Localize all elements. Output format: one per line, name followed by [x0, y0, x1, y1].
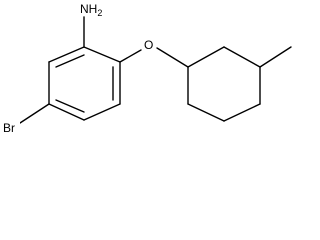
bond-ring-bottom-left [48, 103, 85, 121]
cyclohexane-ring [187, 46, 261, 122]
bond-cy-5 [187, 103, 225, 122]
bond-aryl-oxygen [119, 49, 142, 63]
bond-bromine [19, 103, 50, 124]
oxygen-label: O [144, 38, 153, 52]
bond-ring-bottom-right [83, 103, 121, 121]
double-bond-inner-top-left [55, 54, 85, 68]
amine-label: NH2 [80, 2, 102, 18]
bond-cy-1 [187, 46, 225, 68]
bond-ring-top-left [48, 46, 85, 63]
bromine-label: Br [3, 121, 15, 135]
bond-methyl [259, 46, 292, 68]
atom-label-amine: NH2 [78, 1, 102, 18]
bond-oxygen-cyclohexyl [156, 47, 189, 68]
atom-label-bromine: Br [2, 119, 20, 135]
bond-cy-2 [223, 46, 261, 68]
double-bond-inner-bottom-left [55, 99, 85, 113]
molecule-structure: NH2 O Br [2, 1, 292, 135]
bond-cy-4 [223, 103, 261, 122]
benzene-ring [48, 46, 121, 121]
atom-label-oxygen: O [142, 36, 156, 52]
bond-ring-top-right [83, 46, 121, 63]
